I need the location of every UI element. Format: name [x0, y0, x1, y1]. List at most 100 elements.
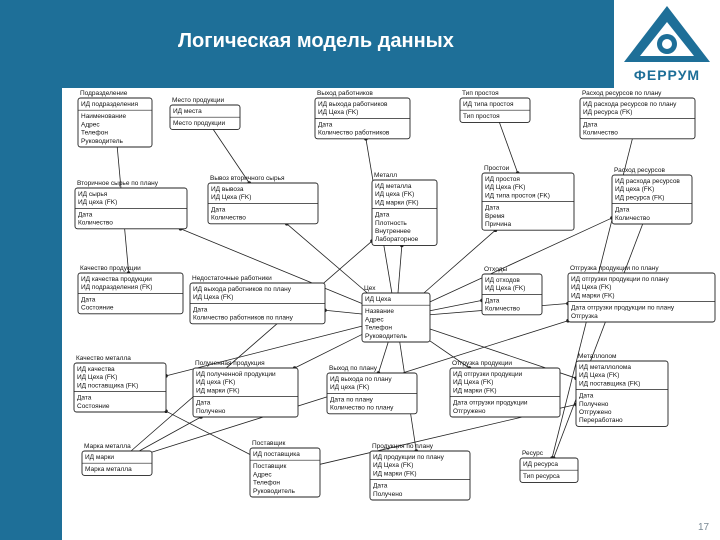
entity-key: ИД Цеха (FK): [453, 379, 493, 386]
entity-attribute: Отгрузка: [571, 313, 598, 320]
entity-attribute: Плотность: [375, 220, 407, 227]
relationship-marka-poluchennaya: [138, 416, 202, 452]
entity-title: Металлолом: [578, 353, 617, 360]
entity-key: ИД ресурса (FK): [615, 194, 664, 201]
entity-attribute: Руководитель: [253, 488, 295, 495]
entity-box: [575, 360, 669, 427]
entity-key: ИД цеха (FK): [196, 379, 235, 386]
entity-attribute: Телефон: [365, 325, 392, 332]
entity-key: ИД расхода ресурсов: [615, 178, 680, 185]
relationship-ceh-kachestvo_metalla: [165, 325, 363, 377]
entity-key: ИД качества продукции: [81, 276, 152, 283]
slide-title: Логическая модель данных: [178, 30, 454, 52]
entity-title: Недостаточные работники: [192, 274, 272, 282]
relationship-mesto-vyvoz: [212, 129, 250, 184]
entity-key: ИД Цеха (FK): [485, 285, 525, 292]
entity-key: ИД марки: [85, 454, 114, 461]
slide-header: Логическая модель данных: [0, 0, 720, 88]
entity-attribute: Количество по плану: [330, 405, 394, 412]
entity-attribute: Место продукции: [173, 120, 226, 127]
entity-attribute: Отгружено: [579, 409, 612, 416]
entity-attribute: Дата по плану: [330, 396, 374, 403]
relationship-ceh-vyhod_plan: [378, 341, 389, 374]
entity-key: ИД марки (FK): [375, 199, 419, 206]
entity-attribute: Внутреннее: [375, 228, 411, 235]
entity-key: ИД металла: [375, 183, 412, 190]
relationship-ceh-vtorichnoe: [180, 228, 363, 304]
entity-title: Продукция по плану: [372, 443, 434, 450]
entity-attribute: Дата: [373, 483, 388, 490]
entity-key: ИД поставщика (FK): [77, 382, 138, 389]
relationship-ceh-vyvoz: [286, 223, 368, 294]
entity-attribute: Количество: [583, 130, 618, 137]
entity-box: [369, 450, 471, 501]
entity-title: Качество металла: [76, 355, 131, 362]
entity-attribute: Дата: [196, 400, 211, 407]
entity-attribute: Тип простоя: [463, 113, 500, 120]
relationship-postavshik-kachestvo_metalla: [165, 410, 251, 455]
relationship-ceh-otgruzka_fakt: [429, 340, 470, 369]
entity-attribute: Дата: [81, 296, 96, 303]
entity-attribute: Получено: [196, 408, 226, 415]
entity-attribute: Количество: [615, 215, 650, 222]
entity-attribute: Дата: [211, 206, 226, 213]
entity-title: Отгрузка продукции: [452, 360, 512, 367]
entity-key: ИД отгрузки продукции: [453, 371, 523, 378]
entity-attribute: Переработано: [579, 416, 623, 424]
entity-attribute: Дата: [77, 395, 92, 402]
entity-title: Простои: [484, 165, 510, 172]
page-number: 17: [698, 522, 710, 533]
entity-key: ИД поставщика: [253, 451, 300, 458]
entity-attribute: Дата: [485, 205, 500, 212]
relationship-ceh-nedostatochnye: [324, 309, 363, 315]
entity-title: Металл: [374, 172, 397, 179]
entity-key: ИД Цеха (FK): [571, 284, 611, 291]
company-logo: ФЕРРУМ: [614, 0, 720, 88]
entity-key: ИД Цеха (FK): [318, 109, 358, 116]
entity-attribute: Количество: [211, 215, 246, 222]
entity-attribute: Количество работников по плану: [193, 314, 294, 322]
entity-attribute: Количество: [485, 306, 520, 313]
entity-key: ИД места: [173, 108, 202, 115]
entity-key: ИД марки (FK): [196, 387, 240, 394]
entity-key: ИД ресурса (FK): [583, 109, 632, 116]
entity-attribute: Дата: [579, 393, 594, 400]
entity-attribute: Отгружено: [453, 408, 486, 415]
entity-title: Марка металла: [84, 443, 131, 450]
entity-attribute: Поставщик: [253, 463, 286, 470]
entity-attribute: Телефон: [81, 130, 108, 137]
entity-attribute: Дата отгрузки продукции: [453, 400, 528, 407]
entity-title: Выход работников: [317, 89, 373, 97]
entity-key: ИД Цеха (FK): [193, 294, 233, 301]
entity-key: ИД типа простоя: [463, 101, 514, 108]
entity-key: ИД сырья: [78, 191, 108, 198]
entity-attribute: Наименование: [81, 113, 126, 120]
entity-key: ИД цеха (FK): [615, 186, 654, 193]
entity-title: Вторичное сырье по плану: [77, 180, 159, 187]
entity-attribute: Адрес: [253, 471, 272, 478]
entity-attribute: Дата: [318, 121, 333, 128]
entity-key: ИД Цеха (FK): [485, 184, 525, 191]
entity-key: ИД вывоза: [211, 186, 244, 193]
entity-attribute: Телефон: [253, 480, 280, 487]
entity-attribute: Руководитель: [365, 333, 407, 340]
entity-key: ИД качества: [77, 366, 115, 373]
entity-attribute: Адрес: [81, 121, 100, 128]
entity-attribute: Тип ресурса: [523, 473, 560, 480]
entity-attribute: Дата: [583, 121, 598, 128]
entity-key: ИД поставщика (FK): [579, 380, 640, 387]
entity-key: ИД марки (FK): [453, 387, 497, 394]
entity-title: Расход ресурсов: [614, 167, 665, 174]
entity-title: Качество продукции: [80, 265, 141, 272]
entity-title: Отгрузка продукции по плану: [570, 265, 659, 272]
